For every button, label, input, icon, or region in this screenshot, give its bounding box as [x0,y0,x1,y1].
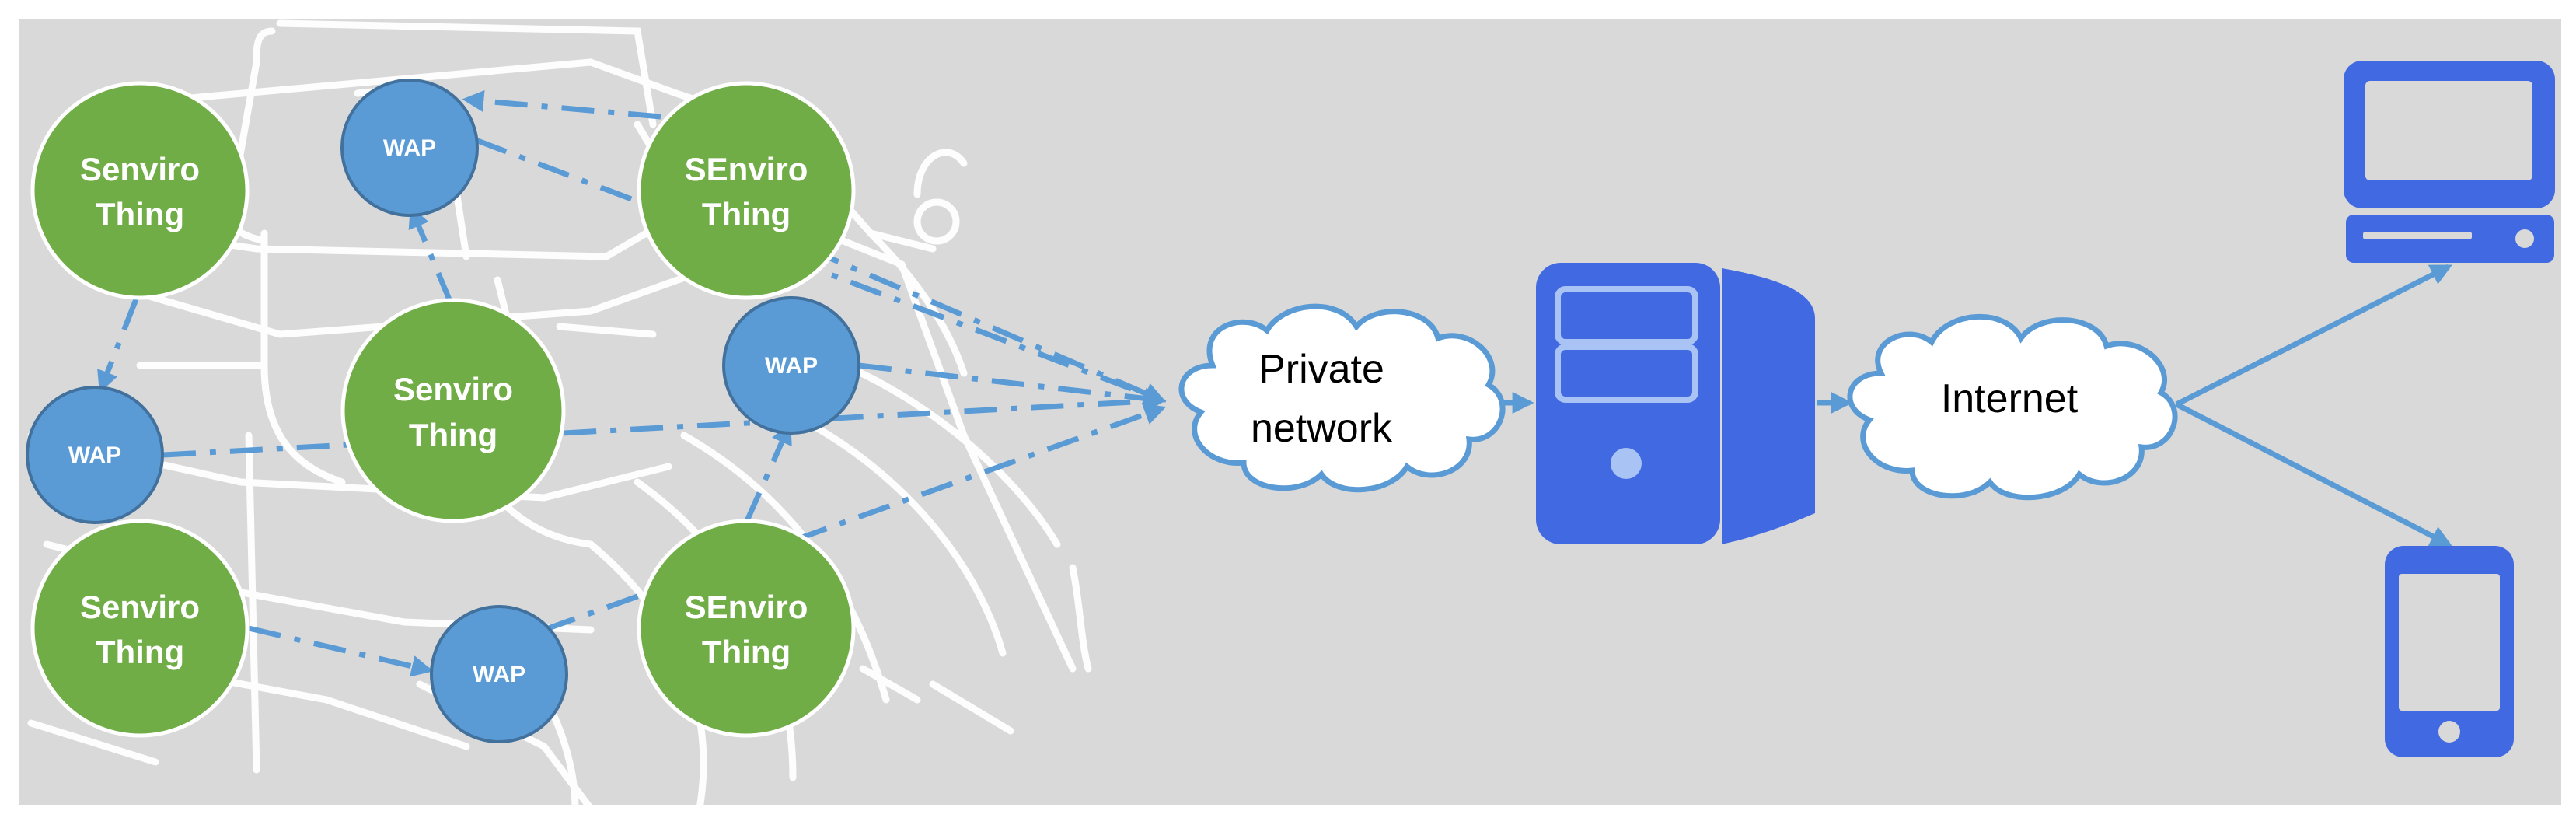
thing-label-line1: SEnviro [685,589,808,625]
internet-label: Internet [1941,376,2079,421]
thing-label-line1: Senviro [80,589,200,625]
wap-label: WAP [473,662,525,687]
thing-top-left: Senviro Thing [30,81,250,300]
thing-bottom-right: SEnviro Thing [637,519,856,738]
desktop-computer-icon [2344,61,2555,263]
thing-label-line2: Thing [702,634,791,670]
thing-label-line2: Thing [96,196,184,232]
wap-top: WAP [340,79,479,217]
thing-label-line2: Thing [702,196,791,232]
thing-bottom-left: Senviro Thing [30,519,250,738]
link-wap-left-to-network [162,390,1167,458]
link-wap-top-to-network [474,137,1167,405]
link-thing-bottom-left-to-wap-bottom [248,625,434,677]
thing-center: Senviro Thing [340,298,566,523]
link-internet-to-mobile [2175,401,2452,547]
wap-left: WAP [26,386,164,524]
link-thing-center-to-wap-top [408,205,454,305]
wap-bottom: WAP [430,605,568,743]
thing-label-line1: Senviro [80,151,200,187]
link-thing-top-right-to-wap-top [462,90,661,120]
wap-label: WAP [68,442,121,468]
thing-label-line1: Senviro [393,371,513,407]
private-network-cloud: Private network [1178,303,1506,493]
link-thing-top-left-to-wap-left [97,298,139,393]
wireless-links [97,90,1167,677]
thing-label-line2: Thing [96,634,184,670]
thing-label-line1: SEnviro [685,151,808,187]
thing-label-line2: Thing [409,417,497,453]
private-network-line2: network [1251,406,1393,451]
wap-label: WAP [383,135,436,161]
wap-middle: WAP [722,296,860,435]
internet-cloud: Internet [1847,313,2178,501]
link-wap-mid-to-network [858,362,1167,410]
link-internet-to-desktop [2175,264,2452,407]
server-tower-icon [1536,263,1815,544]
link-thing-bottom-right-to-wap-mid [743,421,792,524]
link-wap-bottom-to-network [543,404,1167,633]
private-network-line1: Private [1258,347,1384,392]
mobile-phone-icon [2385,546,2514,757]
thing-top-right: SEnviro Thing [637,81,856,300]
wap-label: WAP [765,353,818,379]
